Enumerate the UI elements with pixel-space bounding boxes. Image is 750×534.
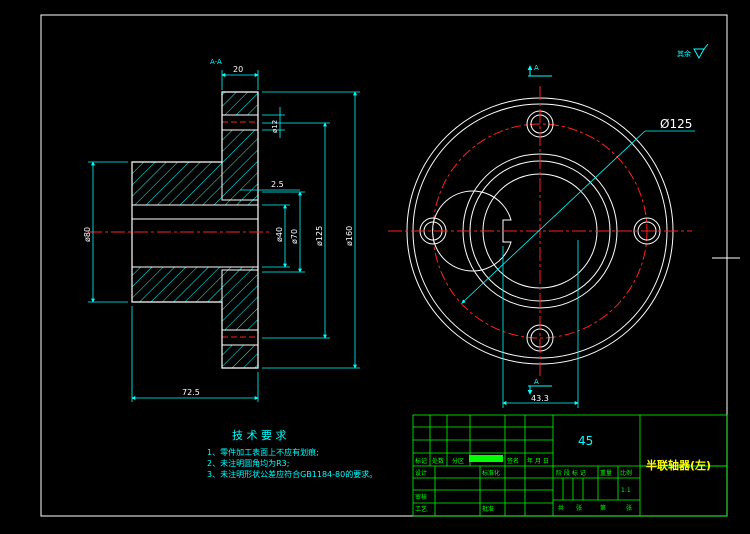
drawing-frame [40,14,728,517]
bore [131,218,259,268]
front-view: A A Ø125 43.3 [388,64,695,408]
tb-qianming: 签名 [507,457,519,465]
tech-req-item-2: 2、未注明圆角均为R3; [207,458,289,468]
svg-text:其余: 其余 [677,49,691,58]
dim-d125-front: Ø125 [660,117,692,131]
title-block [412,414,728,517]
tb-di: 第 [600,504,606,512]
tech-requirements: 技 术 要 求 1、零件加工表面上不应有划痕; 2、未注明圆角均为R3; 3、未… [207,429,377,479]
dim-d12: ø12 [271,120,279,133]
section-arrow-bottom: A [534,378,539,386]
section-arrow-top: A [534,64,539,72]
dim-20: 20 [233,65,243,74]
tb-sheji: 设计 [415,469,427,477]
tb-zhang: 张 [576,504,582,512]
dim-d125: ø125 [315,226,324,246]
tb-nianyueri: 年 月 日 [527,457,549,465]
roughness-symbol: 其余 [677,43,709,60]
tb-zhongliang: 重量 [600,469,612,477]
tb-scale: 1:1 [621,487,631,494]
dim-d40: ø40 [275,227,284,242]
tb-fenqu: 分区 [452,457,464,465]
tb-gongyi: 工艺 [415,505,427,513]
tb-chushu: 处数 [432,457,444,465]
title-block-fill [469,455,503,462]
tb-biaozhunhua: 标准化 [482,469,500,477]
tech-req-title: 技 术 要 求 [232,429,287,442]
dim-2-5: 2.5 [271,180,284,189]
tech-req-item-1: 1、零件加工表面上不应有划痕; [207,447,319,457]
tb-jieduan: 阶 段 标 记 [556,469,586,477]
tb-part-name: 半联轴器(左) [646,458,711,472]
dim-72-5: 72.5 [182,388,200,397]
tech-req-item-3: 3、未注明形状公差应符合GB1184-80的要求。 [207,469,377,479]
tb-biaoji: 标记 [415,457,427,465]
dim-d70: ø70 [290,229,299,244]
tb-material: 45 [578,434,593,448]
dim-43-3: 43.3 [531,394,549,403]
tb-pizhun: 批准 [482,505,494,513]
section-label: A-A [210,58,222,66]
section-view: A-A [83,58,360,402]
tb-shenhe: 审核 [415,493,427,501]
bore-keyway [432,190,512,272]
tb-zhang2: 张 [626,504,632,512]
tb-bili: 比例 [620,469,632,477]
dim-d80: ø80 [83,227,92,242]
tb-gong: 共 [558,504,564,512]
dim-d160: ø160 [345,226,354,246]
